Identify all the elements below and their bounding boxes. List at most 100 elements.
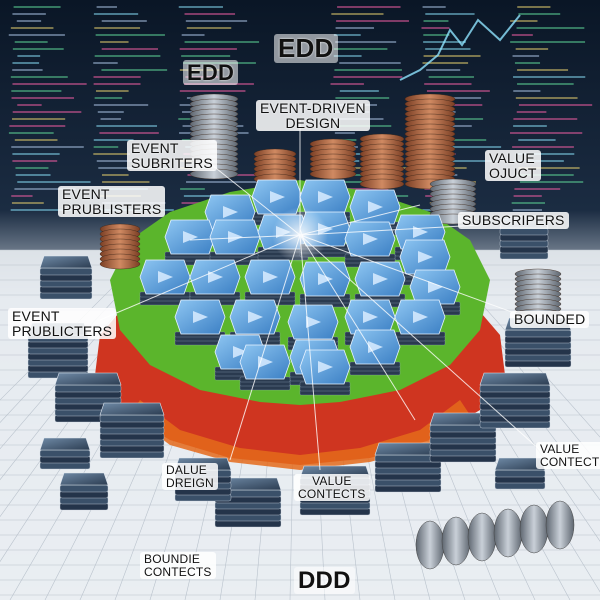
code-line	[337, 6, 401, 8]
code-line	[15, 174, 51, 176]
code-line	[94, 55, 161, 57]
code-line	[102, 181, 150, 183]
code-line	[333, 34, 361, 36]
loose-coin	[441, 516, 471, 566]
code-line	[16, 20, 42, 22]
label-event-subscribers: EVENT SUBRITERS	[127, 140, 217, 172]
code-line	[186, 181, 259, 183]
code-line	[178, 6, 223, 8]
code-line	[426, 90, 490, 92]
code-line	[12, 69, 43, 71]
arrow-icon	[183, 231, 198, 243]
stack-slab	[504, 329, 572, 338]
code-line	[8, 34, 65, 36]
stack-slab	[499, 227, 549, 236]
code-line	[97, 111, 124, 113]
code-line	[11, 195, 33, 197]
code-line	[512, 209, 542, 211]
code-line	[511, 34, 533, 36]
label-edd-left: EDD	[183, 60, 239, 86]
label-event-driven-design: EVENT-DRIVEN DESIGN	[256, 100, 370, 132]
code-line	[423, 34, 450, 36]
grid-line	[433, 249, 600, 438]
code-line	[100, 118, 122, 120]
glow-chart-line	[399, 14, 521, 81]
label-subscribers: SUBSCRIPERS	[458, 212, 569, 229]
code-line	[511, 202, 546, 204]
code-line	[423, 20, 449, 22]
event-tiles	[139, 179, 461, 396]
code-line	[8, 132, 54, 134]
code-line	[518, 13, 561, 15]
code-line	[12, 62, 40, 64]
connector-line	[299, 204, 421, 236]
code-line	[184, 41, 260, 43]
code-line	[100, 41, 129, 43]
code-line	[93, 139, 134, 141]
code-line	[513, 125, 547, 127]
label-event-publishers-top: EVENT PRUBLISTERS	[58, 186, 166, 218]
code-line	[425, 48, 471, 50]
code-line	[514, 188, 561, 190]
code-line	[513, 195, 542, 197]
code-line	[513, 118, 578, 120]
code-line	[514, 62, 541, 64]
code-line	[17, 55, 41, 57]
label-event-publishers-top-line1: EVENT	[62, 186, 110, 202]
stack-slab	[54, 384, 122, 393]
code-line	[96, 6, 117, 8]
code-line	[93, 104, 149, 106]
code-line	[334, 132, 355, 134]
code-line	[336, 20, 409, 22]
code-line	[515, 48, 549, 50]
arrow-icon	[318, 273, 333, 285]
code-line	[10, 209, 72, 211]
arrow-icon	[233, 346, 248, 358]
connector-line	[299, 224, 481, 236]
code-line	[333, 76, 403, 78]
arrow-icon	[306, 316, 321, 328]
code-line	[14, 41, 48, 43]
code-line	[423, 55, 481, 57]
label-event-publishers-left: EVENT PRUBLICTERS	[8, 308, 117, 340]
stack-top	[59, 472, 109, 486]
stack-top	[54, 372, 122, 386]
code-line	[515, 97, 578, 99]
code-line	[336, 181, 374, 183]
code-line	[180, 188, 205, 190]
code-line	[515, 153, 575, 155]
code-line	[99, 132, 159, 134]
code-line	[426, 160, 497, 162]
stack-top	[39, 437, 91, 451]
code-line	[513, 76, 586, 78]
arrow-icon	[193, 311, 208, 323]
label-dalue-line1: DALUE	[166, 463, 208, 477]
code-line	[93, 76, 141, 78]
code-line	[93, 153, 131, 155]
label-value-contects-center: VALUE CONTECTS	[294, 474, 370, 502]
code-line	[179, 48, 237, 50]
code-line	[13, 6, 61, 8]
code-line	[93, 13, 139, 15]
label-event-publishers-left-line2: PRUBLICTERS	[12, 322, 113, 339]
code-line	[96, 160, 141, 162]
label-event-subscribers-line1: EVENT	[131, 140, 179, 156]
code-line	[334, 69, 402, 71]
code-line	[101, 48, 159, 50]
arrow-icon	[413, 311, 428, 323]
code-line	[335, 27, 375, 29]
code-line	[518, 167, 580, 169]
code-line	[12, 111, 82, 113]
stack-top	[479, 372, 551, 386]
connector-line	[299, 234, 416, 421]
label-event-driven-line2: DESIGN	[285, 114, 341, 131]
arrow-icon	[363, 311, 378, 323]
code-line	[425, 13, 475, 15]
label-boundie-line2: CONTECTS	[144, 564, 212, 579]
code-line	[11, 97, 75, 99]
code-line	[93, 62, 118, 64]
code-line	[96, 125, 158, 127]
loose-coin	[415, 520, 445, 570]
code-line	[339, 90, 379, 92]
